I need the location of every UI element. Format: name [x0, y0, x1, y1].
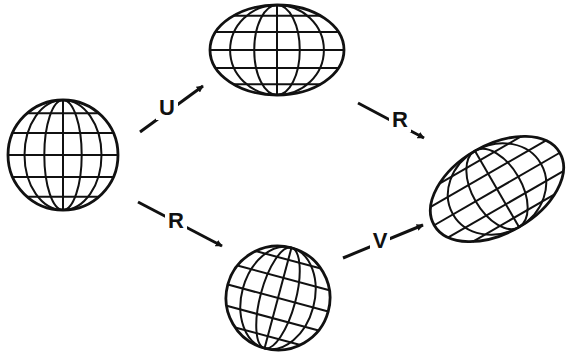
flattened-globe — [210, 5, 344, 95]
transform-label: R — [389, 108, 411, 132]
tilted-ellipse-globe — [412, 115, 573, 264]
arrows — [138, 86, 424, 258]
round-globe — [8, 100, 118, 210]
transform-label: V — [370, 229, 391, 253]
transform-label: R — [165, 209, 187, 233]
transform-label: U — [156, 96, 178, 120]
rotated-globe — [214, 234, 341, 355]
